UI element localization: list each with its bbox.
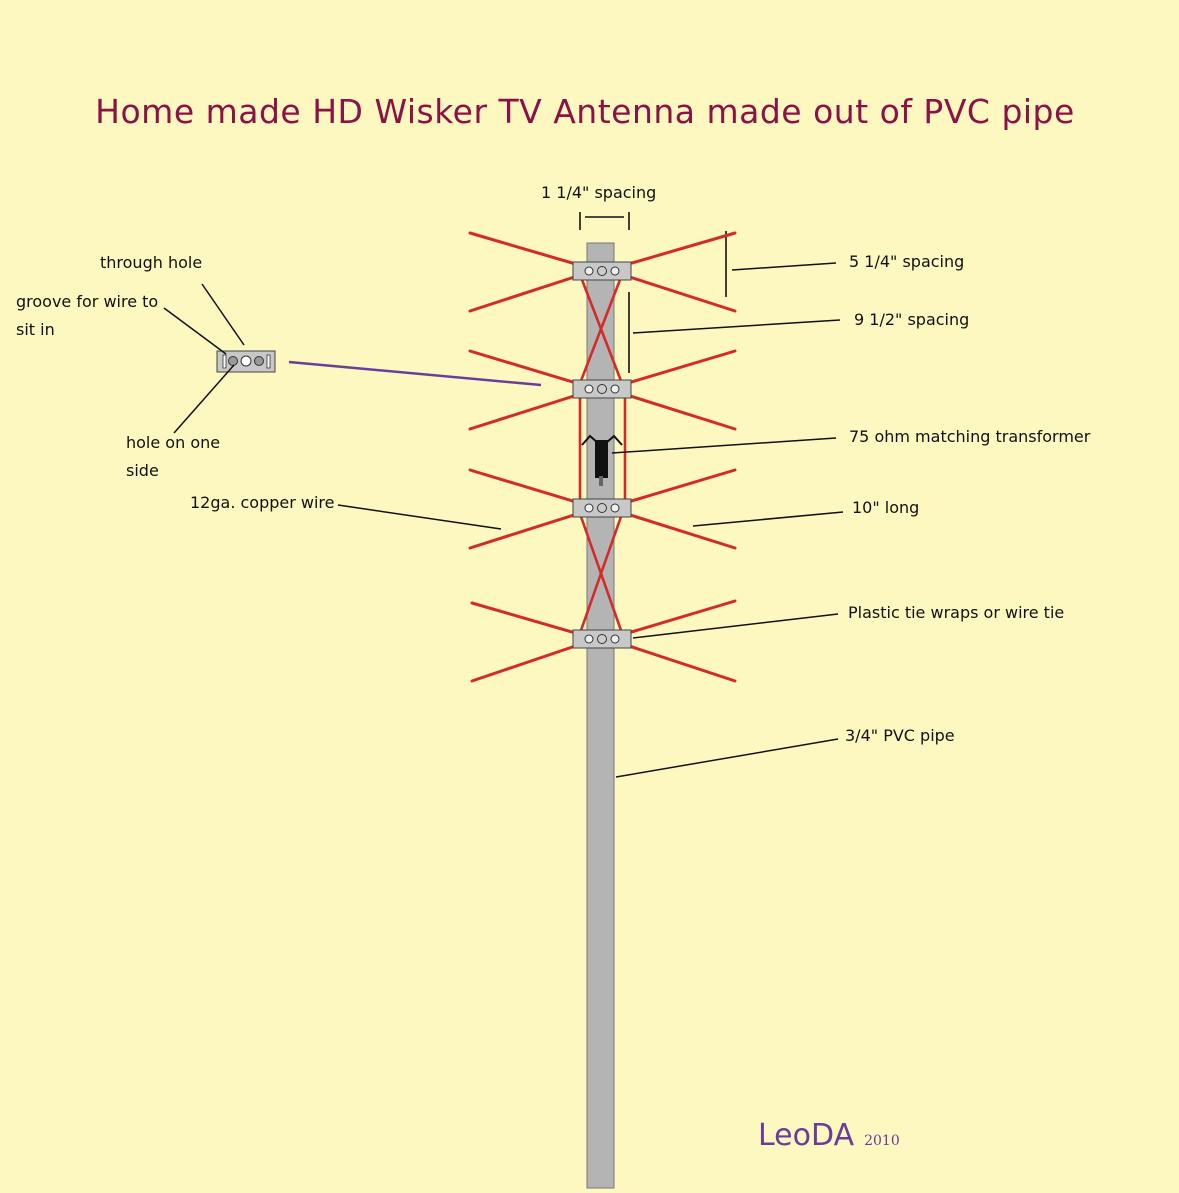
matching-transformer	[581, 434, 623, 486]
label-pvc-pipe: 3/4" PVC pipe	[845, 726, 955, 745]
label-through-hole: through hole	[100, 253, 203, 272]
label-groove-line2: sit in	[16, 320, 55, 339]
phasing-wires	[577, 270, 627, 638]
signature: LeoDA 2010	[758, 1118, 900, 1153]
bracket-2	[572, 379, 632, 399]
spacing-bracket-1-1-4	[579, 212, 630, 230]
pointer-line-purple	[288, 360, 542, 387]
signature-year: 2010	[864, 1133, 900, 1149]
label-transformer: 75 ohm matching transformer	[849, 427, 1091, 446]
label-10-long: 10" long	[852, 498, 920, 517]
label-groove-line1: groove for wire to	[16, 292, 159, 311]
bracket-1	[572, 261, 632, 281]
label-spacing-5-1-4: 5 1/4" spacing	[849, 252, 965, 271]
label-spacing-9-1-2: 9 1/2" spacing	[854, 310, 970, 329]
bracket-3	[572, 498, 632, 518]
label-hole-line1: hole on one	[126, 433, 221, 452]
label-hole-line2: side	[126, 461, 159, 480]
leader-lines	[163, 262, 844, 778]
label-copper-wire: 12ga. copper wire	[190, 493, 335, 512]
pvc-pipe	[586, 242, 615, 1189]
bracket-4	[572, 629, 632, 649]
signature-name: LeoDA	[758, 1118, 855, 1153]
diagram-title: Home made HD Wisker TV Antenna made out …	[95, 92, 1075, 131]
label-tie-wraps: Plastic tie wraps or wire tie	[848, 603, 1065, 622]
label-spacing-1-1-4: 1 1/4" spacing	[541, 183, 657, 202]
